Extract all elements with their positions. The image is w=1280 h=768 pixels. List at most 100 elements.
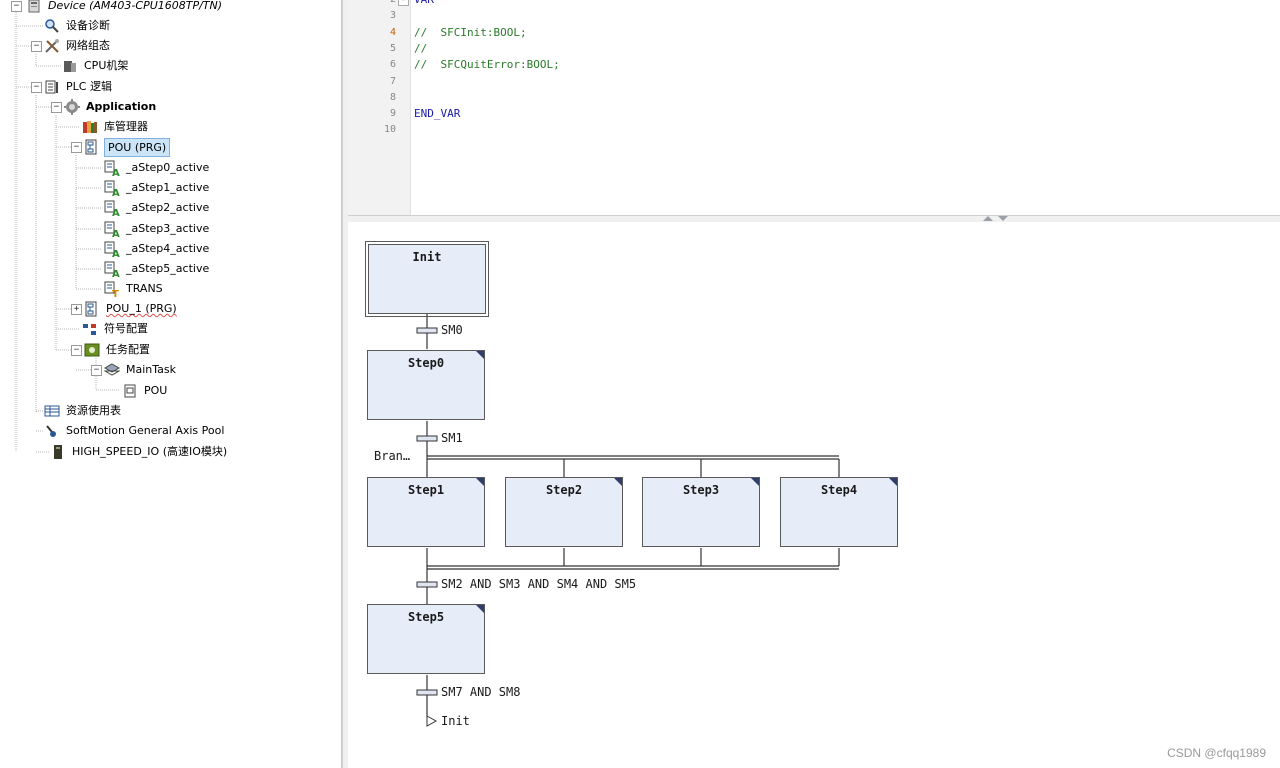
motion-axis-icon	[44, 423, 60, 439]
sfc-diagram-canvas[interactable]: Init Step0 Step1 Step2 Step3 Step4 Step5…	[348, 222, 1280, 768]
tree-item-network-config[interactable]: 网络组态	[44, 36, 112, 56]
sfc-pou-icon	[84, 139, 100, 155]
jump-target-label[interactable]: Init	[441, 714, 470, 728]
action-icon: A	[104, 180, 120, 199]
code-line[interactable]: // SFCQuitError:BOOL;	[414, 58, 560, 72]
branch-label[interactable]: Bran…	[374, 449, 411, 463]
action-icon: A	[104, 200, 120, 219]
task-stack-icon	[103, 362, 121, 378]
tree-item-resources[interactable]: 资源使用表	[44, 401, 123, 421]
tree-item-action[interactable]: A _aStep1_active	[104, 178, 211, 199]
sfc-step-step5[interactable]: Step5	[367, 604, 485, 674]
transition-icon: T	[104, 281, 120, 300]
sfc-step-step4[interactable]: Step4	[780, 477, 898, 547]
program-call-icon	[122, 383, 138, 399]
line-number: 10	[383, 124, 396, 136]
collapse-toggle-network[interactable]: −	[31, 41, 42, 52]
svg-text:A: A	[112, 249, 120, 257]
tree-item-pou1[interactable]: POU_1 (PRG)	[84, 299, 179, 319]
tree-item-symbol-config[interactable]: 符号配置	[82, 319, 150, 339]
tree-item-action[interactable]: A _aStep4_active	[104, 239, 211, 260]
transition-label-sm1[interactable]: SM1	[441, 431, 463, 445]
line-number: 9	[389, 108, 396, 120]
line-number-gutter: 2-3 4 5 6 7 8 9 10	[348, 0, 411, 215]
tree-item-action[interactable]: A _aStep5_active	[104, 259, 211, 280]
tree-item-plc-logic[interactable]: PLC 逻辑	[44, 77, 114, 97]
line-number: 5	[389, 42, 396, 54]
plc-logic-icon	[44, 79, 60, 95]
action-icon: A	[104, 241, 120, 260]
svg-text:A: A	[112, 188, 120, 196]
tree-item-application[interactable]: Application	[64, 97, 158, 117]
collapse-toggle-task-config[interactable]: −	[71, 345, 82, 356]
tree-item-transition[interactable]: T TRANS	[104, 279, 165, 300]
svg-text:T: T	[112, 289, 119, 297]
tree-item-action[interactable]: A _aStep2_active	[104, 198, 211, 219]
svg-text:A: A	[112, 269, 120, 277]
line-number: 7	[389, 75, 396, 87]
collapse-toggle-maintask[interactable]: −	[91, 365, 102, 376]
magnifier-icon	[44, 18, 60, 34]
sfc-step-step1[interactable]: Step1	[367, 477, 485, 547]
collapse-toggle-device[interactable]: −	[11, 1, 22, 12]
code-line[interactable]: //	[414, 41, 428, 55]
collapse-toggle-application[interactable]: −	[51, 102, 62, 113]
fold-toggle[interactable]: -	[398, 0, 409, 6]
action-icon: A	[104, 221, 120, 240]
line-number: 4	[389, 26, 396, 38]
rack-icon	[62, 58, 78, 74]
task-config-icon	[84, 342, 100, 358]
svg-text:A: A	[112, 229, 120, 237]
sfc-step-step0[interactable]: Step0	[367, 350, 485, 420]
collapse-toggle-plc-logic[interactable]: −	[31, 82, 42, 93]
symbol-config-icon	[82, 321, 98, 337]
collapse-toggle-pou[interactable]: −	[71, 142, 82, 153]
collapse-up-arrow-icon[interactable]	[983, 216, 993, 221]
code-line[interactable]: VAR	[414, 0, 434, 8]
tree-item-action[interactable]: A _aStep0_active	[104, 158, 211, 179]
tree-item-high-speed-io[interactable]: HIGH_SPEED_IO (高速IO模块)	[50, 442, 229, 462]
collapse-down-arrow-icon[interactable]	[998, 216, 1008, 221]
io-module-icon	[50, 444, 66, 460]
table-icon	[44, 403, 60, 419]
code-line[interactable]: END_VAR	[414, 107, 461, 121]
tree-item-device[interactable]: Device (AM403-CPU1608TP/TN)	[26, 0, 224, 16]
tree-item-cpu-rack[interactable]: CPU机架	[62, 56, 130, 76]
tree-item-diagnostics[interactable]: 设备诊断	[44, 16, 112, 36]
sfc-pou-icon	[84, 301, 100, 317]
tree-connector-lines	[15, 12, 120, 453]
tree-item-pou[interactable]: POU (PRG)	[84, 137, 171, 157]
sfc-step-step3[interactable]: Step3	[642, 477, 760, 547]
tools-icon	[44, 38, 60, 54]
action-icon: A	[104, 160, 120, 179]
transition-label-sm7-sm8[interactable]: SM7 AND SM8	[441, 685, 521, 699]
gear-icon	[64, 99, 80, 115]
action-corner-marker	[614, 478, 622, 486]
action-corner-marker	[751, 478, 759, 486]
project-tree[interactable]: − Device (AM403-CPU1608TP/TN) 设备诊断 − 网络组…	[0, 0, 342, 768]
tree-item-task-config[interactable]: 任务配置	[84, 340, 152, 360]
code-line[interactable]: // SFCInit:BOOL;	[414, 25, 527, 39]
library-books-icon	[82, 119, 98, 135]
line-number: 8	[389, 91, 396, 103]
watermark: CSDN @cfqq1989	[1167, 746, 1266, 760]
tree-item-action[interactable]: A _aStep3_active	[104, 219, 211, 240]
svg-text:A: A	[112, 208, 120, 216]
tree-item-axis-pool[interactable]: SoftMotion General Axis Pool	[44, 421, 226, 441]
tree-item-maintask[interactable]: MainTask	[103, 360, 178, 380]
sfc-step-init[interactable]: Init	[365, 241, 489, 317]
sfc-connection-lines	[416, 314, 840, 727]
line-number: 2	[348, 0, 396, 8]
line-number: 6	[389, 59, 396, 71]
action-corner-marker	[476, 478, 484, 486]
transition-label-sm0[interactable]: SM0	[441, 323, 463, 337]
action-icon: A	[104, 261, 120, 280]
tree-item-library-manager[interactable]: 库管理器	[82, 117, 150, 137]
transition-label-sm2-sm5[interactable]: SM2 AND SM3 AND SM4 AND SM5	[441, 577, 637, 591]
svg-text:A: A	[112, 168, 120, 176]
tree-item-task-pou[interactable]: POU	[122, 381, 169, 401]
declaration-editor[interactable]: 2-3 4 5 6 7 8 9 10 VAR // SFCInit:BOOL; // // SFCQ…	[348, 0, 1280, 215]
sfc-step-step2[interactable]: Step2	[505, 477, 623, 547]
line-number: 3	[389, 10, 396, 22]
expand-toggle-pou1[interactable]: +	[71, 304, 82, 315]
